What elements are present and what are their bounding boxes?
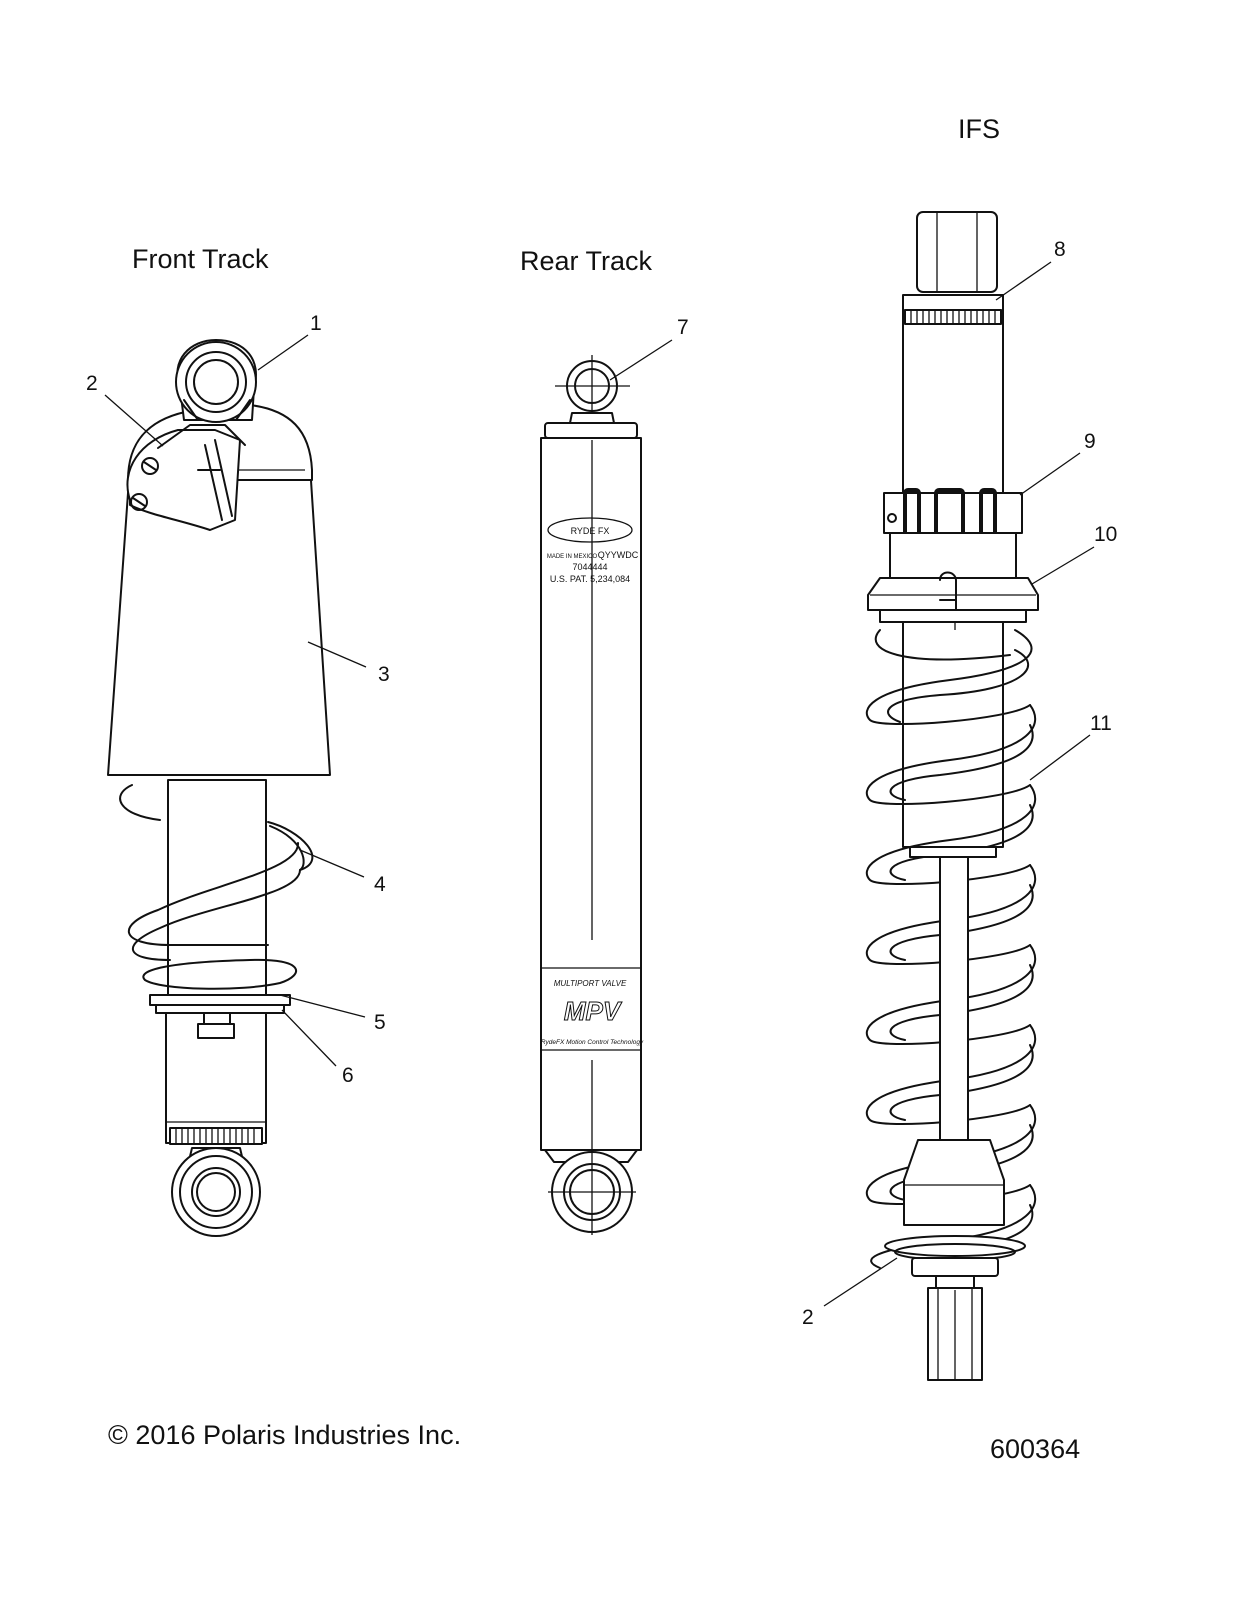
callout-7: 7 — [677, 316, 689, 339]
rear-valve-logo: MPV — [564, 996, 623, 1026]
callout-9: 9 — [1084, 430, 1096, 453]
figure-number: 600364 — [990, 1434, 1081, 1464]
callout-3: 3 — [378, 663, 390, 686]
title-ifs: IFS — [958, 114, 1001, 144]
callout-4: 4 — [374, 873, 386, 896]
title-front-track: Front Track — [132, 244, 269, 274]
rear-track-shock: RYDE FX MADE IN MEXICO QYYWDC 7044444 U.… — [540, 355, 644, 1235]
rear-leader-lines — [609, 339, 673, 381]
rear-part-number-text: 7044444 — [572, 562, 607, 572]
callout-11: 11 — [1090, 712, 1112, 735]
callout-5: 5 — [374, 1011, 386, 1034]
callout-8: 8 — [1054, 238, 1066, 261]
rear-code-text: QYYWDC — [598, 550, 639, 560]
ifs-leader-lines — [823, 261, 1095, 1307]
front-knurl — [175, 1128, 255, 1144]
copyright-text: © 2016 Polaris Industries Inc. — [108, 1420, 462, 1450]
callout-2-front: 2 — [86, 372, 98, 395]
front-leader-lines — [104, 334, 367, 1067]
front-track-shock — [107, 339, 331, 1237]
rear-made-in-text: MADE IN MEXICO — [547, 554, 598, 560]
rear-patent-text: U.S. PAT. 5,234,084 — [550, 574, 630, 584]
callout-1: 1 — [310, 312, 322, 335]
callout-6: 6 — [342, 1064, 354, 1087]
rear-tagline-text: RydeFX Motion Control Technology — [541, 1039, 644, 1046]
title-rear-track: Rear Track — [520, 246, 653, 276]
callout-2-ifs: 2 — [802, 1306, 814, 1329]
rear-valve-text: MULTIPORT VALVE — [554, 979, 627, 988]
callout-10: 10 — [1094, 523, 1118, 546]
ifs-shock — [865, 211, 1039, 1381]
rear-logo-text: RYDE FX — [571, 526, 610, 536]
